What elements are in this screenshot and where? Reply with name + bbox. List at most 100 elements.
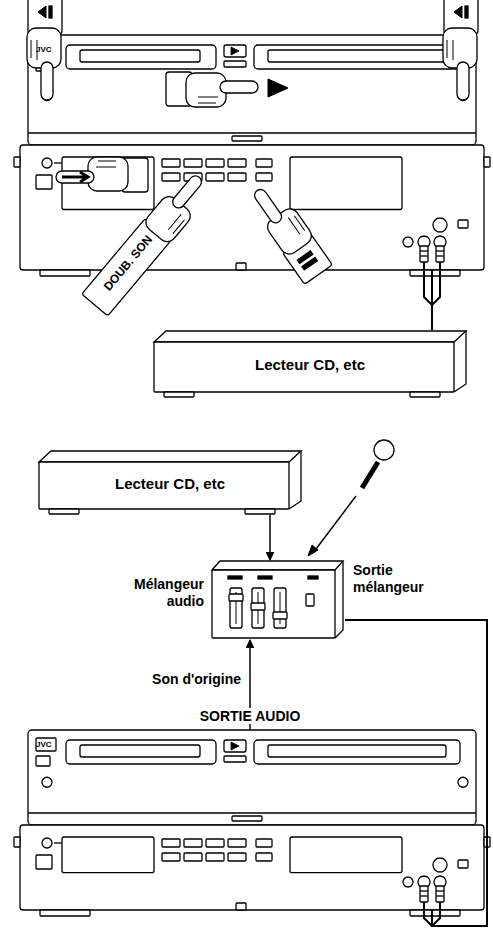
hand [82, 168, 215, 317]
play-button [224, 740, 246, 752]
top-face [212, 561, 343, 570]
skip-triangle [38, 6, 46, 18]
box-label: Lecteur CD, etc [150, 356, 470, 373]
button [162, 853, 180, 861]
button [162, 173, 180, 181]
jack [403, 877, 413, 887]
cassette-slot [66, 45, 216, 69]
mic-handle [362, 462, 378, 488]
button [458, 220, 468, 228]
finger [457, 62, 469, 100]
rca-plug [436, 886, 444, 902]
rca-plug [420, 246, 428, 262]
button [256, 173, 272, 181]
button [228, 853, 246, 861]
button [184, 853, 202, 861]
button [206, 173, 224, 181]
indicator [258, 576, 272, 579]
plug-cable [424, 902, 432, 926]
display-panel [290, 837, 402, 873]
knob [42, 158, 52, 168]
button [256, 159, 272, 167]
button [206, 853, 224, 861]
foot [410, 270, 460, 276]
cassette-slot [254, 740, 460, 764]
eject-hole [458, 777, 468, 787]
plug-band [436, 895, 444, 896]
play-icon [231, 47, 239, 55]
power-button [36, 756, 50, 766]
mic-arrow [308, 545, 318, 556]
foot [49, 509, 79, 514]
vcr-unit: JVC [25, 730, 480, 910]
edge-label: Son d'origine [149, 671, 244, 687]
display-panel [62, 837, 154, 873]
button [162, 159, 180, 167]
top-face [154, 331, 466, 342]
tab [236, 903, 246, 910]
finger [170, 174, 204, 211]
hand [27, 0, 62, 100]
button [184, 839, 202, 847]
plug-band [420, 895, 428, 896]
vcr-front-panel [20, 825, 484, 910]
brand-logo: JVC [36, 45, 52, 54]
rca-plug [420, 886, 428, 902]
palm [88, 157, 128, 191]
knuckle-line [198, 97, 218, 103]
skip-bar [49, 6, 52, 18]
plug-cable [432, 902, 440, 926]
plug-band [436, 250, 444, 251]
push-arrow [62, 172, 88, 182]
skip-symbol [454, 6, 468, 18]
button [184, 159, 202, 167]
foot [245, 509, 275, 514]
button [256, 853, 272, 861]
side-nub [484, 157, 490, 167]
button [224, 756, 246, 762]
knob [42, 838, 52, 848]
fader-knob [229, 594, 243, 601]
skip-triangle [454, 6, 462, 18]
knuckle-line [288, 214, 304, 234]
tab [232, 136, 262, 141]
pause-bar [297, 251, 312, 263]
button [458, 860, 468, 868]
audio-mixer: Mélangeur audioSortie mélangeur [210, 560, 345, 640]
switch [306, 594, 314, 606]
side-label: Sortie mélangeur [353, 562, 441, 596]
fader-slot [230, 588, 242, 628]
box-label: Lecteur CD, etc [35, 474, 305, 491]
vcr-unit: JVC [25, 35, 480, 270]
plug-band [420, 890, 428, 891]
play-arrow [268, 79, 288, 97]
cassette-slot [254, 45, 460, 69]
audio-cable [431, 270, 433, 330]
plug-band [436, 890, 444, 891]
vcr-drawing [14, 35, 490, 276]
button [162, 839, 180, 847]
plug-band [436, 255, 444, 256]
finger [252, 187, 284, 225]
knuckle-line [96, 161, 116, 167]
plug-band [420, 250, 428, 251]
vcr-drawing [14, 730, 490, 916]
button [228, 839, 246, 847]
front-face [212, 570, 335, 638]
side-nub [14, 157, 20, 167]
side-face [289, 451, 301, 509]
jack [403, 237, 413, 247]
play-icon [231, 742, 239, 750]
button [206, 839, 224, 847]
button [206, 159, 224, 167]
microphone [308, 440, 394, 556]
side-nub [14, 837, 20, 847]
plug-cable [424, 262, 432, 305]
foot [410, 910, 460, 916]
fader-knob [251, 603, 265, 610]
hand [56, 157, 148, 192]
hand [245, 179, 333, 284]
knuckle-line [447, 40, 453, 60]
